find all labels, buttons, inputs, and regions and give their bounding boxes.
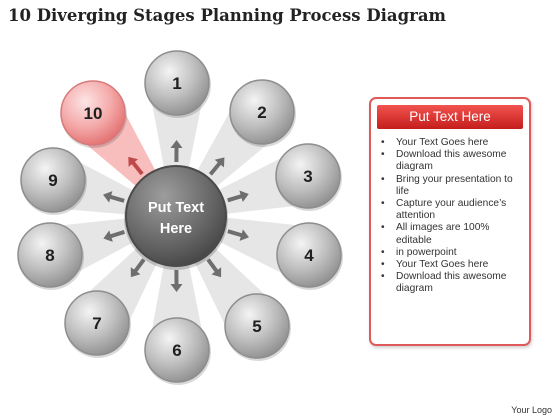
stage-label-1: 1 bbox=[172, 74, 181, 93]
stage-arrow-4 bbox=[227, 229, 249, 241]
stage-label-6: 6 bbox=[172, 341, 181, 360]
stage-arrow-7 bbox=[130, 258, 146, 278]
stage-node-5: 5 bbox=[224, 293, 291, 361]
panel-list-item: Download this awesome diagram bbox=[381, 271, 523, 295]
stage-label-4: 4 bbox=[304, 246, 314, 265]
stage-node-3: 3 bbox=[275, 143, 342, 211]
stage-node-10: 10 bbox=[60, 80, 127, 148]
stage-node-6: 6 bbox=[144, 317, 211, 385]
stage-node-4: 4 bbox=[276, 222, 343, 290]
stage-node-2: 2 bbox=[229, 79, 296, 147]
stage-label-8: 8 bbox=[45, 246, 54, 265]
stage-label-7: 7 bbox=[92, 314, 101, 333]
stage-arrow-5 bbox=[206, 258, 222, 278]
stage-node-9: 9 bbox=[20, 147, 87, 215]
panel-list-item: Your Text Goes here bbox=[381, 259, 523, 271]
stage-arrow-6 bbox=[170, 269, 183, 292]
stage-arrow-8 bbox=[103, 230, 126, 242]
stage-label-2: 2 bbox=[257, 103, 266, 122]
center-text-line-1: Put Text bbox=[148, 200, 204, 216]
panel-bullet-list: Your Text Goes hereDownload this awesome… bbox=[371, 137, 529, 296]
page-title: 10 Diverging Stages Planning Process Dia… bbox=[8, 6, 446, 25]
stage-label-10: 10 bbox=[84, 104, 103, 123]
center-text-line-2: Here bbox=[160, 221, 192, 237]
stage-label-9: 9 bbox=[48, 171, 57, 190]
center-circle: Put Text Here bbox=[124, 165, 228, 270]
panel-list-item: Bring your presentation to life bbox=[381, 174, 523, 198]
panel-list-item: Capture your audience’s attention bbox=[381, 198, 523, 222]
panel-list-item: Download this awesome diagram bbox=[381, 149, 523, 173]
stage-arrow-2 bbox=[208, 157, 225, 176]
stage-arrow-1 bbox=[170, 140, 183, 163]
panel-header: Put Text Here bbox=[377, 105, 523, 129]
panel-list-item: All images are 100% editable bbox=[381, 222, 523, 246]
panel-list-item: in powerpoint bbox=[381, 247, 523, 259]
stage-node-1: 1 bbox=[144, 50, 211, 118]
text-panel: Put Text Here Your Text Goes hereDownloa… bbox=[369, 97, 531, 346]
stage-arrow-9 bbox=[103, 191, 125, 203]
panel-list-item: Your Text Goes here bbox=[381, 137, 523, 149]
stage-node-7: 7 bbox=[64, 290, 131, 358]
stage-node-8: 8 bbox=[17, 222, 84, 290]
stage-label-3: 3 bbox=[303, 167, 312, 186]
stage-arrow-10 bbox=[128, 156, 144, 176]
stage-arrow-3 bbox=[227, 190, 249, 203]
logo-text: Your Logo bbox=[511, 405, 552, 415]
stage-label-5: 5 bbox=[252, 317, 261, 336]
